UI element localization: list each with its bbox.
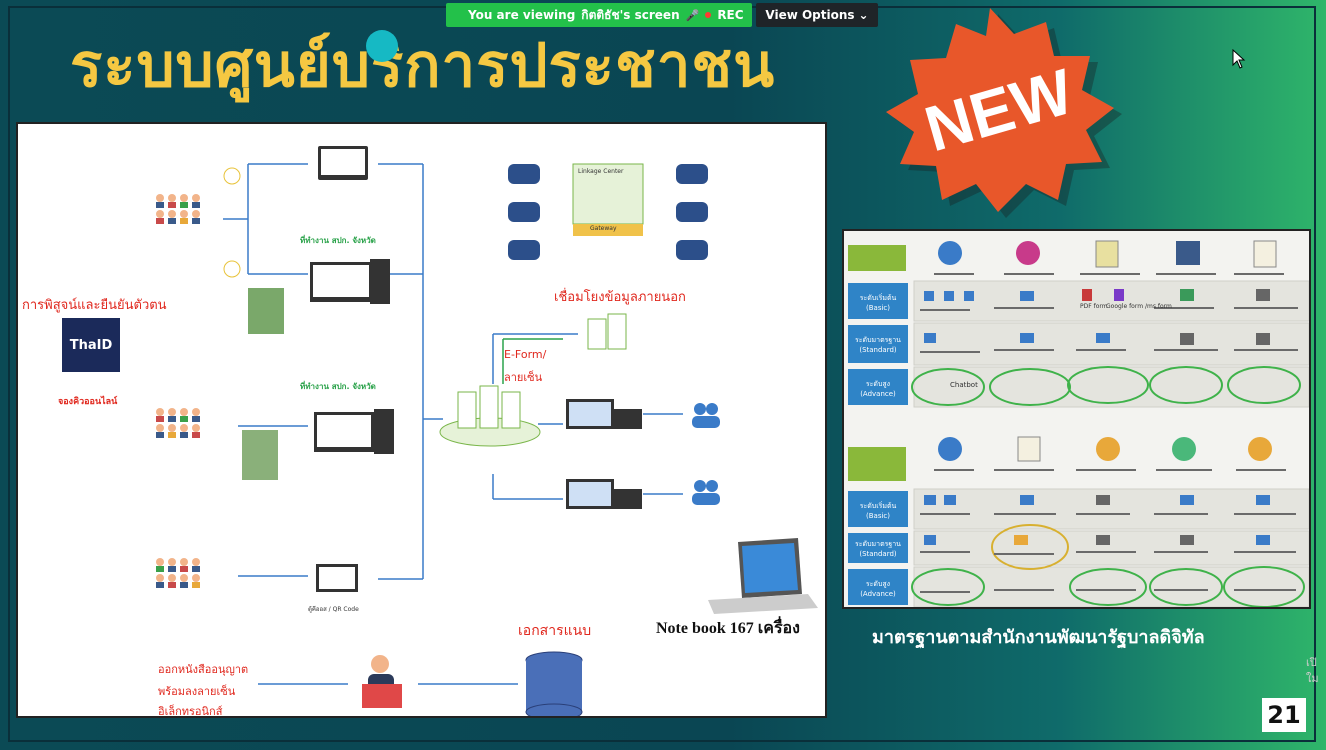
citizens-online-group bbox=[152, 192, 204, 228]
screen-share-bar: You are viewing กิตติธัช's screen 🎤 REC bbox=[446, 3, 752, 27]
presenter-name: กิตติธัช's screen bbox=[581, 7, 680, 22]
new-badge: NEW bbox=[886, 8, 1122, 218]
viewing-text: You are viewing bbox=[468, 8, 576, 22]
table-grid bbox=[848, 240, 1309, 607]
mouse-cursor-icon bbox=[1232, 49, 1246, 69]
view-options-button[interactable]: View Options ⌄ bbox=[756, 3, 878, 27]
side-text: เปิ ใม bbox=[1306, 656, 1319, 685]
diagram-lines bbox=[223, 146, 818, 716]
external-link-label: เชื่อมโยงข้อมูลภายนอก bbox=[554, 290, 686, 305]
office-label-2: ที่ทำงาน สปก. จังหวัด bbox=[300, 382, 376, 391]
chevron-down-icon: ⌄ bbox=[858, 8, 869, 22]
level-advance-label-2: ระดับสูง (Advance) bbox=[860, 580, 896, 598]
rec-label: REC bbox=[717, 8, 744, 22]
standards-caption: มาตรฐานตามสำนักงานพัฒนารัฐบาลดิจิทัล bbox=[872, 627, 1205, 648]
qr-photo-1 bbox=[248, 288, 284, 334]
google-form-label: Google form /ms form bbox=[1106, 303, 1172, 310]
eform-label-2: ลายเซ็น bbox=[504, 371, 543, 384]
license-line-1: ออกหนังสืออนุญาต bbox=[158, 663, 249, 676]
license-line-2: พร้อมลงลายเซ็น bbox=[158, 685, 236, 698]
thaid-logo: ThaID bbox=[62, 318, 120, 372]
level-basic-label-2: ระดับเริ่มต้น (Basic) bbox=[859, 502, 897, 520]
page-number: 21 bbox=[1262, 698, 1306, 732]
office-label-1: ที่ทำงาน สปก. จังหวัด bbox=[300, 236, 376, 245]
level-standard-label: ระดับมาตรฐาน (Standard) bbox=[855, 336, 901, 354]
kiosk-label: ตู้คีออส / QR Code bbox=[308, 606, 359, 613]
identity-label: การพิสูจน์และยืนยันตัวตน bbox=[22, 298, 167, 313]
level-advance-label: ระดับสูง (Advance) bbox=[860, 380, 896, 398]
pointer-highlight bbox=[366, 30, 398, 62]
chatbot-label: Chatbot bbox=[950, 381, 978, 389]
attachments-label: เอกสารแนบ bbox=[518, 623, 592, 639]
eform-label: E-Form/ bbox=[504, 348, 547, 361]
mic-off-icon: 🎤 bbox=[685, 8, 700, 22]
linkage-center-label: Linkage Center bbox=[578, 168, 624, 175]
citizens-walkin-group bbox=[152, 406, 204, 442]
slide-title: ระบบศูนย์บริการประชาชน bbox=[70, 31, 776, 101]
record-icon bbox=[705, 12, 712, 18]
standards-table: ระดับเริ่มต้น (Basic) ระดับมาตรฐาน (Stan… bbox=[842, 229, 1311, 609]
level-standard-label-2: ระดับมาตรฐาน (Standard) bbox=[855, 540, 901, 558]
citizens-kiosk-group bbox=[152, 556, 204, 592]
pdf-form-label: PDF form bbox=[1080, 303, 1108, 310]
queue-label: จองคิวออนไลน์ bbox=[58, 397, 118, 407]
qr-photo-2 bbox=[242, 430, 278, 480]
level-basic-label: ระดับเริ่มต้น (Basic) bbox=[859, 294, 897, 312]
notebook-label: Note book 167 เครื่อง bbox=[656, 620, 800, 637]
gateway-label: Gateway bbox=[590, 225, 617, 232]
license-line-3: อิเล็กทรอนิกส์ bbox=[158, 705, 223, 718]
view-options-label: View Options bbox=[765, 8, 855, 22]
service-architecture-diagram: การพิสูจน์และยืนยันตัวตน ThaID จองคิวออน… bbox=[16, 122, 827, 718]
